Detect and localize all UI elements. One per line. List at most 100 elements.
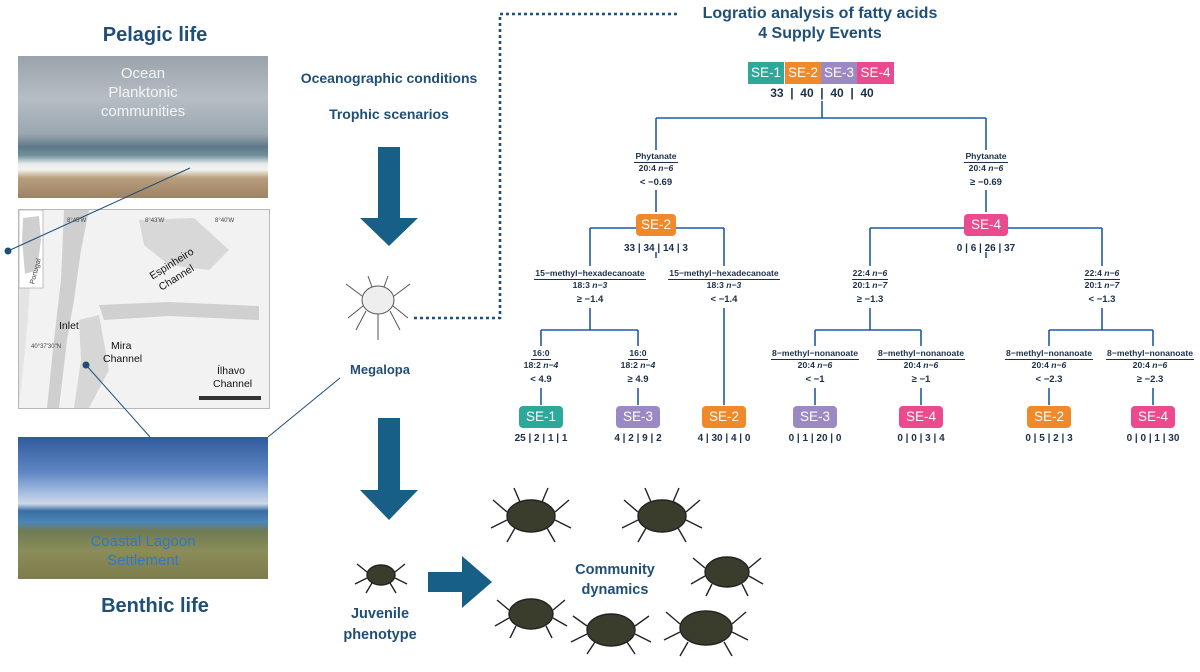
leaf-se2-b: SE-2 bbox=[1027, 406, 1071, 428]
split-threshold: ≥ −0.69 bbox=[970, 177, 1002, 188]
connector-megalopa bbox=[267, 377, 341, 438]
leaf-se3-a: SE-3 bbox=[616, 406, 660, 428]
leaf-se3-a-counts: 4 | 2 | 9 | 2 bbox=[614, 433, 662, 444]
ocean-photo-caption: Ocean Planktonic communities bbox=[18, 64, 268, 121]
split-methylnonanoate-3: 8−methyl−nonanoate 20:4 n−6 < −2.3 bbox=[999, 348, 1099, 388]
split-den-a: 20:1 bbox=[852, 280, 873, 290]
split-num: Phytanate bbox=[634, 151, 678, 163]
tree-title: Logratio analysis of fatty acids 4 Suppl… bbox=[660, 4, 980, 44]
split-num: Phytanate bbox=[964, 151, 1008, 163]
split-den-b: n−7 bbox=[872, 280, 888, 290]
leaf-se2-a: SE-2 bbox=[702, 406, 746, 428]
split-methylnonanoate-4: 8−methyl−nonanoate 20:4 n−6 ≥ −2.3 bbox=[1101, 348, 1199, 388]
split-methylnonanoate-1: 8−methyl−nonanoate 20:4 n−6 < −1 bbox=[765, 348, 865, 388]
leaf-se4-a-counts: 0 | 0 | 3 | 4 bbox=[897, 433, 945, 444]
split-threshold: ≥ −1.4 bbox=[576, 294, 604, 305]
split-num: 16:0 bbox=[628, 348, 648, 360]
split-threshold: < −1.3 bbox=[1088, 294, 1116, 305]
crab-icon-6 bbox=[663, 610, 749, 657]
split-den-b: n−6 bbox=[817, 360, 833, 370]
split-den-a: 18:3 bbox=[572, 280, 593, 290]
map-label-ilhavo: Ílhavo bbox=[217, 365, 246, 377]
split-16-0-left: 16:0 18:2 n−4 < 4.9 bbox=[509, 348, 573, 388]
root-node: SE-1 SE-2 SE-3 SE-4 bbox=[748, 62, 894, 84]
split-methylnonanoate-2: 8−methyl−nonanoate 20:4 n−6 ≥ −1 bbox=[871, 348, 971, 388]
map-coord-3: 8°40'W bbox=[215, 218, 235, 224]
leaf-se4-a: SE-4 bbox=[899, 406, 943, 428]
leaf-se4-b-counts: 0 | 0 | 1 | 30 bbox=[1126, 433, 1180, 444]
juvenile-line2: phenotype bbox=[343, 627, 417, 643]
map-label-ilhavo-channel: Channel bbox=[213, 378, 253, 390]
split-22-4-right: 22:4 n−6 20:1 n−7 < −1.3 bbox=[1066, 268, 1138, 308]
split-den-b: n−7 bbox=[1104, 280, 1120, 290]
split-den-b: n−6 bbox=[1051, 360, 1067, 370]
map-label-mira: Mira bbox=[111, 340, 132, 352]
node-se4-mid-counts: 0 | 6 | 26 | 37 bbox=[956, 243, 1016, 254]
split-den-a: 18:2 bbox=[523, 360, 544, 370]
ocean-photo: Ocean Planktonic communities bbox=[18, 56, 268, 198]
split-den-a: 20:4 bbox=[968, 163, 989, 173]
oceanographic-conditions-label: Oceanographic conditions bbox=[300, 70, 478, 86]
split-phytanate-left: Phytanate 20:4 n−6 < −0.69 bbox=[608, 151, 704, 191]
split-threshold: < −2.3 bbox=[1035, 374, 1063, 385]
split-den-b: n−6 bbox=[1152, 360, 1168, 370]
split-num: 16:0 bbox=[531, 348, 551, 360]
pelagic-life-title: Pelagic life bbox=[102, 24, 208, 46]
split-threshold: ≥ −1.3 bbox=[856, 294, 884, 305]
split-den-a: 18:2 bbox=[620, 360, 641, 370]
ocean-caption-line1: Ocean bbox=[120, 65, 166, 82]
leaf-se1: SE-1 bbox=[519, 406, 563, 428]
split-den-b: n−6 bbox=[923, 360, 939, 370]
tree-title-line2: 4 Supply Events bbox=[758, 25, 882, 42]
lagoon-map: Espinheiro Channel Inlet Mira Channel Íl… bbox=[18, 209, 270, 409]
node-se2-mid: SE-2 bbox=[636, 214, 676, 236]
crab-icon-2 bbox=[621, 487, 703, 543]
split-den-b: n−6 bbox=[988, 163, 1004, 173]
root-se1: SE-1 bbox=[748, 62, 784, 84]
split-den-a: 20:4 bbox=[638, 163, 659, 173]
split-den-a: 20:1 bbox=[1084, 280, 1105, 290]
map-label-mira-channel: Channel bbox=[103, 353, 143, 365]
split-16-0-right: 16:0 18:2 n−4 ≥ 4.9 bbox=[606, 348, 670, 388]
node-se4-mid: SE-4 bbox=[964, 214, 1008, 236]
split-den-b: n−3 bbox=[592, 280, 608, 290]
leaf-se3-b-counts: 0 | 1 | 20 | 0 bbox=[788, 433, 842, 444]
connector-ocean bbox=[7, 167, 191, 252]
arrow-down-1 bbox=[360, 147, 418, 246]
crab-icon-4 bbox=[494, 598, 568, 639]
split-den-b: n−4 bbox=[543, 360, 559, 370]
lagoon-caption-line2: Settlement bbox=[107, 552, 179, 569]
leaf-se2-b-counts: 0 | 5 | 2 | 3 bbox=[1025, 433, 1073, 444]
dotted-connector bbox=[414, 12, 678, 320]
split-threshold: ≥ −2.3 bbox=[1136, 374, 1164, 385]
split-num: 8−methyl−nonanoate bbox=[771, 348, 859, 360]
lagoon-photo-caption: Coastal Lagoon Settlement bbox=[18, 532, 268, 570]
root-se2: SE-2 bbox=[785, 62, 821, 84]
crab-icons bbox=[354, 487, 764, 657]
megalopa-icon bbox=[345, 275, 411, 340]
split-den-a: 20:4 bbox=[903, 360, 924, 370]
root-se3: SE-3 bbox=[821, 62, 857, 84]
split-den-b: n−4 bbox=[640, 360, 656, 370]
node-se2-mid-counts: 33 | 34 | 14 | 3 bbox=[624, 243, 688, 254]
split-methylhexadecanoate-right: 15−methyl−hexadecanoate 18:3 n−3 < −1.4 bbox=[658, 268, 790, 308]
split-den-a: 20:4 bbox=[797, 360, 818, 370]
split-num-a: 22:4 bbox=[1084, 268, 1105, 278]
leaf-se4-b: SE-4 bbox=[1131, 406, 1175, 428]
split-den-a: 20:4 bbox=[1132, 360, 1153, 370]
split-22-4-left: 22:4 n−6 20:1 n−7 ≥ −1.3 bbox=[834, 268, 906, 308]
leaf-se3-b: SE-3 bbox=[793, 406, 837, 428]
split-methylhexadecanoate-left: 15−methyl−hexadecanoate 18:3 n−3 ≥ −1.4 bbox=[524, 268, 656, 308]
connector-lagoon bbox=[85, 364, 151, 438]
map-graphic bbox=[19, 210, 269, 408]
split-num: 15−methyl−hexadecanoate bbox=[668, 268, 780, 280]
root-se4: SE-4 bbox=[857, 62, 894, 84]
community-line1: Community bbox=[575, 562, 655, 578]
ocean-caption-line2: Planktonic bbox=[108, 84, 178, 101]
split-num-b: n−6 bbox=[872, 268, 888, 278]
root-counts: 33 | 40 | 40 | 40 bbox=[770, 86, 874, 100]
arrow-down-2 bbox=[360, 418, 418, 520]
trophic-scenarios-label: Trophic scenarios bbox=[329, 106, 449, 122]
leaf-se1-counts: 25 | 2 | 1 | 1 bbox=[514, 433, 568, 444]
map-coord-1: 8°45'W bbox=[67, 218, 87, 224]
